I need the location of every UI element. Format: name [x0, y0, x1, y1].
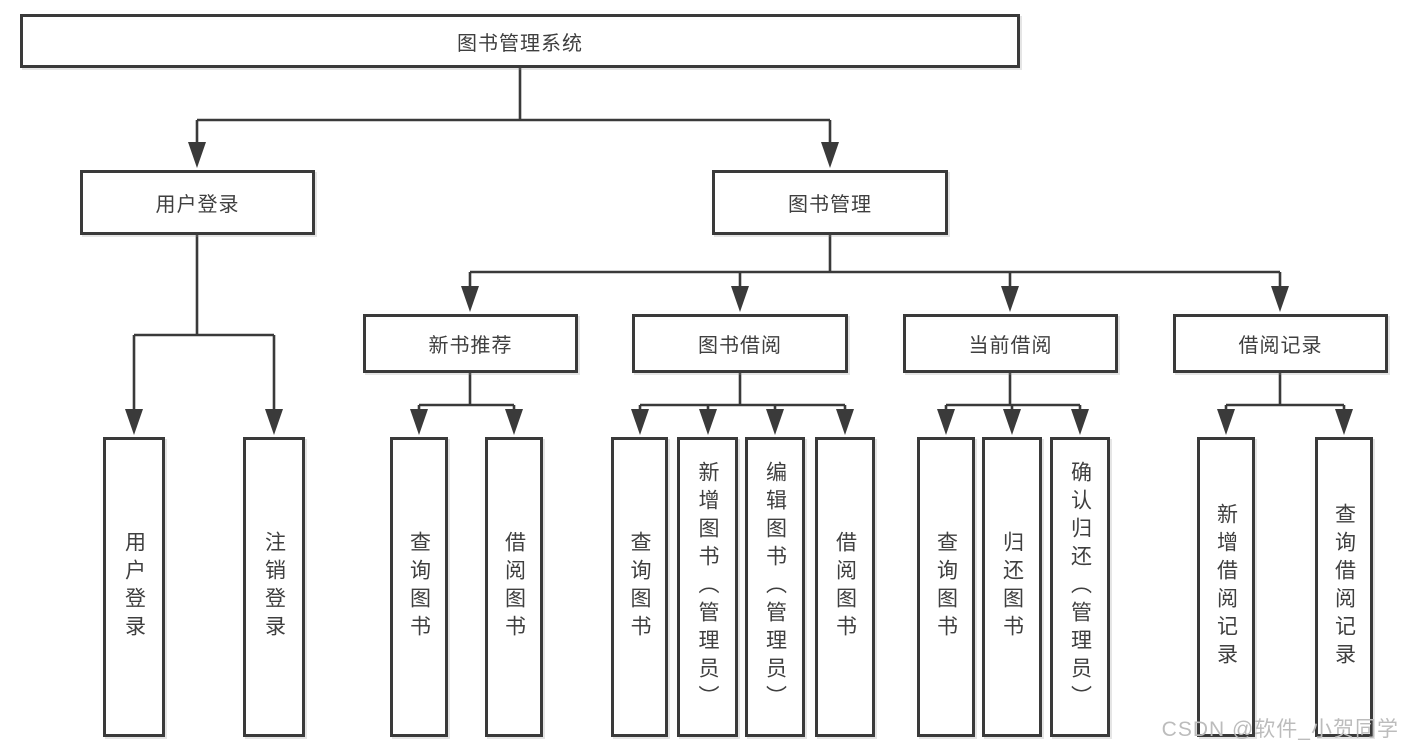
node-root-system: 图书管理系统: [20, 14, 1020, 68]
leaf-add-books-admin: 新增图书（管理员）: [677, 437, 738, 737]
node-label: 新书推荐: [428, 335, 513, 357]
leaf-query-books-current: 查询图书: [917, 437, 975, 737]
leaf-label: 编辑图书（管理员）: [763, 461, 787, 713]
leaf-label: 新增图书（管理员）: [696, 461, 719, 713]
leaf-label: 注销登录: [262, 531, 286, 643]
leaf-edit-books-admin: 编辑图书（管理员）: [745, 437, 805, 737]
node-label: 用户登录: [155, 194, 240, 216]
leaf-logout-login: 注销登录: [243, 437, 305, 737]
leaf-label: 查询图书: [628, 531, 651, 643]
leaf-add-borrow-record: 新增借阅记录: [1197, 437, 1255, 737]
leaf-label: 归还图书: [1000, 531, 1024, 643]
leaf-label: 用户登录: [122, 531, 146, 643]
leaf-label: 借阅图书: [502, 531, 526, 643]
node-user-login: 用户登录: [80, 170, 315, 235]
leaf-confirm-return-admin: 确认归还（管理员）: [1050, 437, 1110, 737]
leaf-label: 查询图书: [407, 531, 431, 643]
node-label: 图书管理系统: [457, 32, 583, 55]
leaf-label: 查询图书: [934, 531, 958, 643]
arrowhead-icons: [125, 142, 1353, 435]
leaf-label: 借阅图书: [833, 531, 857, 643]
node-new-book-recommendation: 新书推荐: [363, 314, 578, 373]
leaf-query-books-borrowing: 查询图书: [611, 437, 668, 737]
leaf-borrow-books-recommend: 借阅图书: [485, 437, 543, 737]
leaf-borrow-books: 借阅图书: [815, 437, 875, 737]
node-current-borrowing: 当前借阅: [903, 314, 1118, 373]
leaf-label: 确认归还（管理员）: [1068, 461, 1092, 713]
leaf-query-borrow-record: 查询借阅记录: [1315, 437, 1373, 737]
leaf-label: 新增借阅记录: [1214, 503, 1238, 671]
node-book-borrowing: 图书借阅: [632, 314, 848, 373]
leaf-label: 查询借阅记录: [1332, 503, 1356, 671]
leaf-return-books: 归还图书: [982, 437, 1042, 737]
node-borrowing-records: 借阅记录: [1173, 314, 1388, 373]
node-label: 当前借阅: [968, 335, 1053, 357]
leaf-query-books-recommend: 查询图书: [390, 437, 448, 737]
watermark: CSDN @软件_小贺同学: [1161, 718, 1399, 741]
node-book-management: 图书管理: [712, 170, 948, 235]
leaf-user-login: 用户登录: [103, 437, 165, 737]
node-label: 借阅记录: [1238, 335, 1323, 357]
node-label: 图书借阅: [698, 335, 782, 357]
node-label: 图书管理: [788, 194, 872, 216]
